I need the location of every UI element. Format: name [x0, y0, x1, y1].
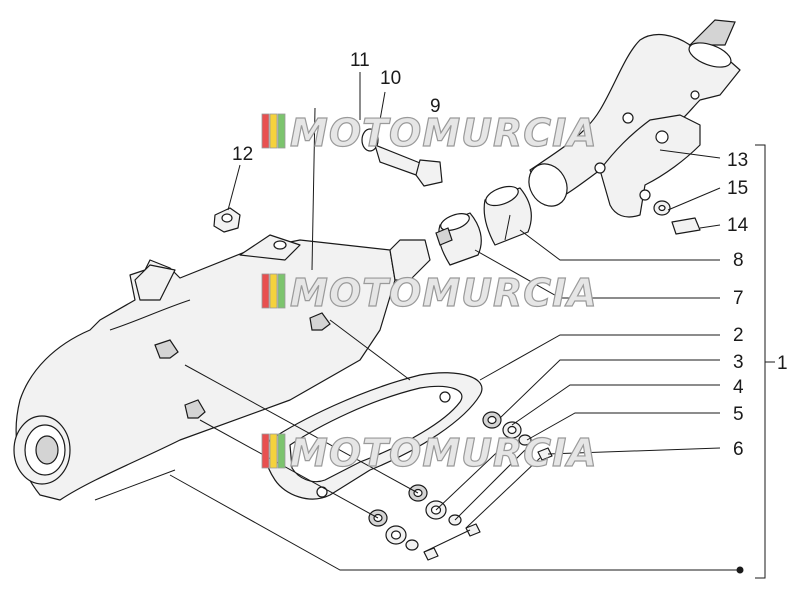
heat-shield: [264, 372, 483, 500]
callout-11: 11: [350, 50, 370, 71]
callout-4: 4: [733, 377, 744, 398]
callout-10: 10: [380, 68, 401, 89]
watermark-text: MOTOMURCIA: [290, 271, 598, 315]
bolt-assembly: [361, 128, 443, 187]
callout-2: 2: [733, 325, 744, 346]
callout-12: 12: [232, 144, 253, 165]
header-pipe: [528, 19, 741, 218]
callout-7: 7: [733, 288, 744, 309]
watermark-bottom: MOTOMURCIA: [261, 430, 598, 476]
nut: [213, 207, 241, 233]
leader-lines: [169, 72, 775, 579]
clamp-screw: [653, 200, 701, 235]
watermark-text: MOTOMURCIA: [290, 111, 598, 155]
watermark-top: MOTOMURCIA: [261, 110, 598, 156]
callout-6: 6: [733, 439, 744, 460]
watermark-middle: MOTOMURCIA: [261, 270, 598, 316]
gasket: [483, 185, 532, 246]
callout-14: 14: [727, 215, 749, 236]
callout-13: 13: [727, 150, 748, 171]
hardware-rubbers-washers-screws: [368, 411, 553, 561]
muffler: [13, 234, 431, 501]
callout-8: 8: [733, 250, 744, 271]
callout-15: 15: [727, 178, 748, 199]
callout-9: 9: [430, 96, 441, 117]
callout-3: 3: [733, 352, 744, 373]
clamp: [435, 212, 482, 266]
callout-labels: 11 10 9 12 13 15 14 8 7 2 3 4 5 6 1: [232, 50, 788, 460]
callout-5: 5: [733, 404, 744, 425]
watermark-text: MOTOMURCIA: [290, 431, 598, 475]
callout-1: 1: [777, 353, 788, 374]
